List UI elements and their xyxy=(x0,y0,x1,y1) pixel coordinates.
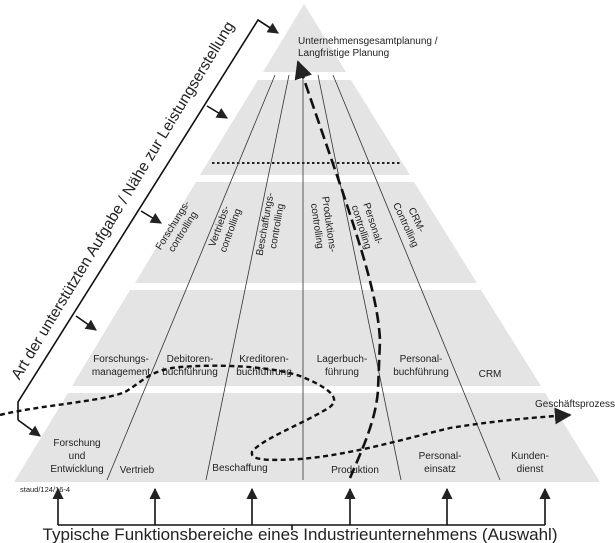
process-label: Geschäftsprozess xyxy=(535,399,615,410)
svg-text:Debitoren-: Debitoren- xyxy=(167,354,214,365)
svg-text:einsatz: einsatz xyxy=(424,464,456,475)
svg-text:führung: führung xyxy=(325,367,359,378)
caption: Typische Funktionsbereiche eines Industr… xyxy=(43,525,558,543)
pyramid-level-strategic xyxy=(263,4,346,72)
label-produktion: Produktion xyxy=(331,465,379,476)
label-crm: CRM xyxy=(479,369,502,380)
function-arrows xyxy=(52,487,551,530)
business-process-arrow xyxy=(0,364,572,462)
svg-text:Entwicklung: Entwicklung xyxy=(50,464,103,475)
source-reference: staud/124/16-4 xyxy=(20,485,70,494)
svg-text:und: und xyxy=(69,451,86,462)
pyramid-level-functions xyxy=(14,393,600,482)
label-debitorenbuchfuehrung: Debitoren- buchführung xyxy=(162,354,218,378)
svg-text:Forschungs-: Forschungs- xyxy=(93,354,149,365)
top-level-label-2: Langfristige Planung xyxy=(298,48,389,59)
division-lines xyxy=(106,74,501,481)
svg-text:buchführung: buchführung xyxy=(236,367,292,378)
label-personaleinsatz: Personal- einsatz xyxy=(419,451,462,475)
svg-text:Kunden-: Kunden- xyxy=(511,451,549,462)
vertical-process-arrow xyxy=(294,60,382,479)
svg-text:buchführung: buchführung xyxy=(393,367,449,378)
axis-bracket xyxy=(17,18,279,437)
svg-text:Forschung: Forschung xyxy=(53,438,100,449)
svg-text:Personal-: Personal- xyxy=(419,451,462,462)
pyramid-level-operational xyxy=(72,290,541,386)
label-forschungsmanagement: Forschungs- management xyxy=(92,354,151,378)
label-vertrieb: Vertrieb xyxy=(120,465,155,476)
label-kreditorenbuchfuehrung: Kreditoren- buchführung xyxy=(236,354,292,378)
top-level-label: Unternehmensgesamtplanung / xyxy=(298,36,438,47)
svg-text:Kreditoren-: Kreditoren- xyxy=(239,354,288,365)
svg-text:Lagerbuch-: Lagerbuch- xyxy=(317,354,368,365)
label-forschung-entwicklung: Forschung und Entwicklung xyxy=(50,438,103,475)
svg-text:buchführung: buchführung xyxy=(162,367,218,378)
svg-text:management: management xyxy=(92,367,151,378)
label-beschaffung: Beschaffung xyxy=(212,463,267,474)
pyramid-level-2 xyxy=(200,80,410,175)
svg-text:Personal-: Personal- xyxy=(400,354,443,365)
label-lagerbuchfuehrung: Lagerbuch- führung xyxy=(317,354,368,378)
svg-text:dienst: dienst xyxy=(517,464,544,475)
label-personalbuchfuehrung: Personal- buchführung xyxy=(393,354,449,378)
label-kundendienst: Kunden- dienst xyxy=(511,451,549,475)
